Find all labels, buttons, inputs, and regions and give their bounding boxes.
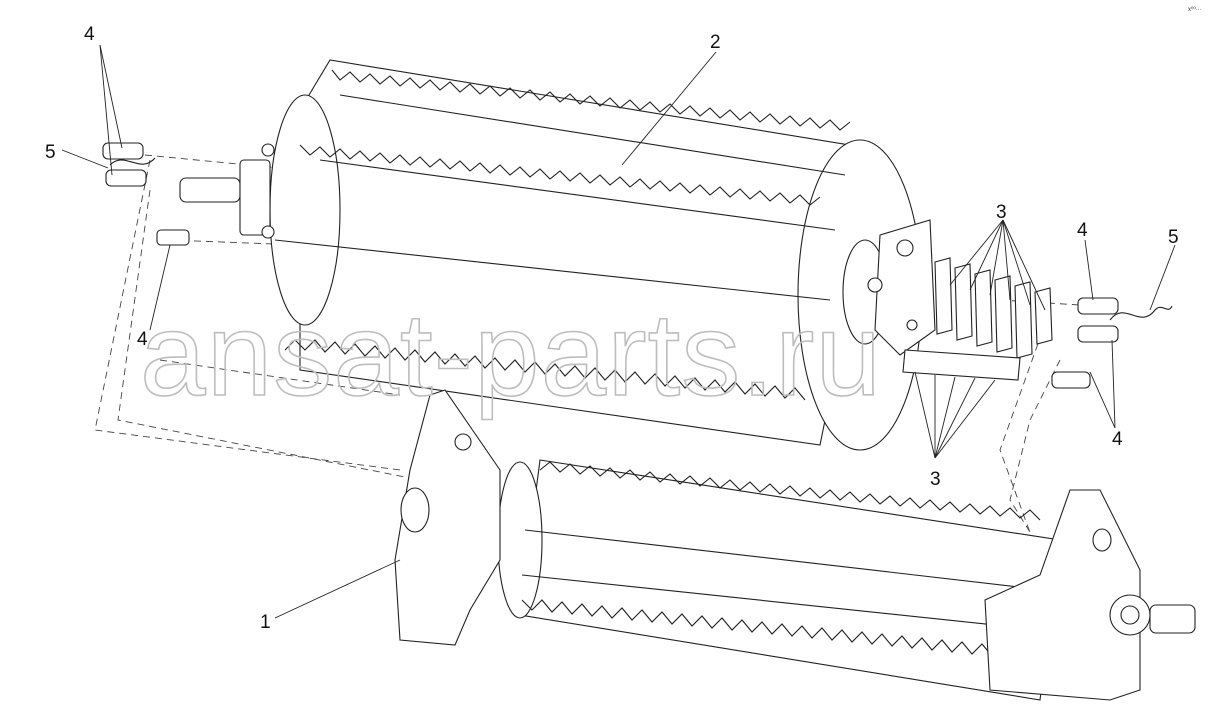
leader-lines bbox=[61, 44, 1176, 619]
watermark-text: ansat-parts.ru bbox=[140, 289, 882, 421]
upper-drum bbox=[179, 59, 936, 451]
callout-5-left: 5 bbox=[45, 142, 56, 163]
callout-5-right: 5 bbox=[1168, 227, 1179, 248]
bolts-and-locking-wire bbox=[102, 142, 1173, 389]
callout-4-left: 4 bbox=[137, 329, 148, 350]
corner-code: x⁰⁰··· bbox=[1188, 6, 1202, 13]
callout-4-top-left: 4 bbox=[84, 24, 95, 45]
callout-4-right-bottom: 4 bbox=[1112, 429, 1123, 450]
callout-3-top: 3 bbox=[996, 202, 1007, 223]
callout-4-right-top: 4 bbox=[1077, 220, 1088, 241]
lower-roller-assembly bbox=[394, 389, 1196, 701]
callout-2: 2 bbox=[710, 32, 721, 53]
callout-1: 1 bbox=[260, 612, 271, 633]
callout-3-bottom: 3 bbox=[930, 469, 941, 490]
shim-plates bbox=[902, 257, 1053, 381]
